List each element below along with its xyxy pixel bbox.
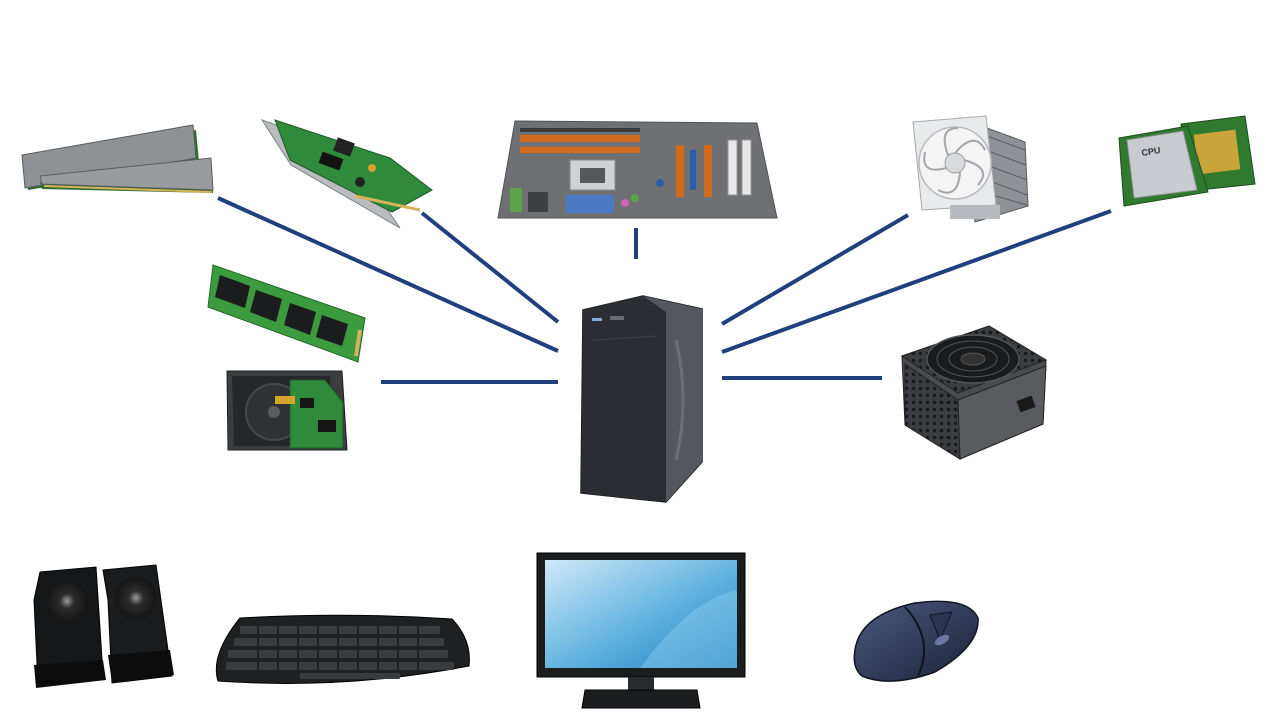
power-supply-icon	[900, 325, 1048, 460]
connector-sound-card	[420, 211, 560, 324]
ram-icon	[21, 124, 214, 193]
svg-text:CPU: CPU	[1141, 145, 1161, 158]
connector-cpu-cooler	[720, 213, 910, 326]
hard-drive-icon	[226, 370, 348, 451]
ssd-icon	[207, 264, 366, 363]
connector-cpu	[721, 209, 1112, 354]
connector-lines	[217, 196, 1112, 384]
cpu-cooler-icon	[912, 115, 1029, 223]
connector-ram	[217, 196, 559, 353]
speakers-icon	[33, 564, 174, 688]
case-icon	[580, 295, 703, 503]
mouse-icon	[853, 600, 979, 682]
cpu-icon: CPU	[1118, 115, 1256, 207]
keyboard-icon	[215, 614, 470, 684]
monitor-icon	[536, 552, 746, 709]
sound-card-icon	[260, 119, 433, 229]
motherboard-icon	[497, 120, 778, 219]
